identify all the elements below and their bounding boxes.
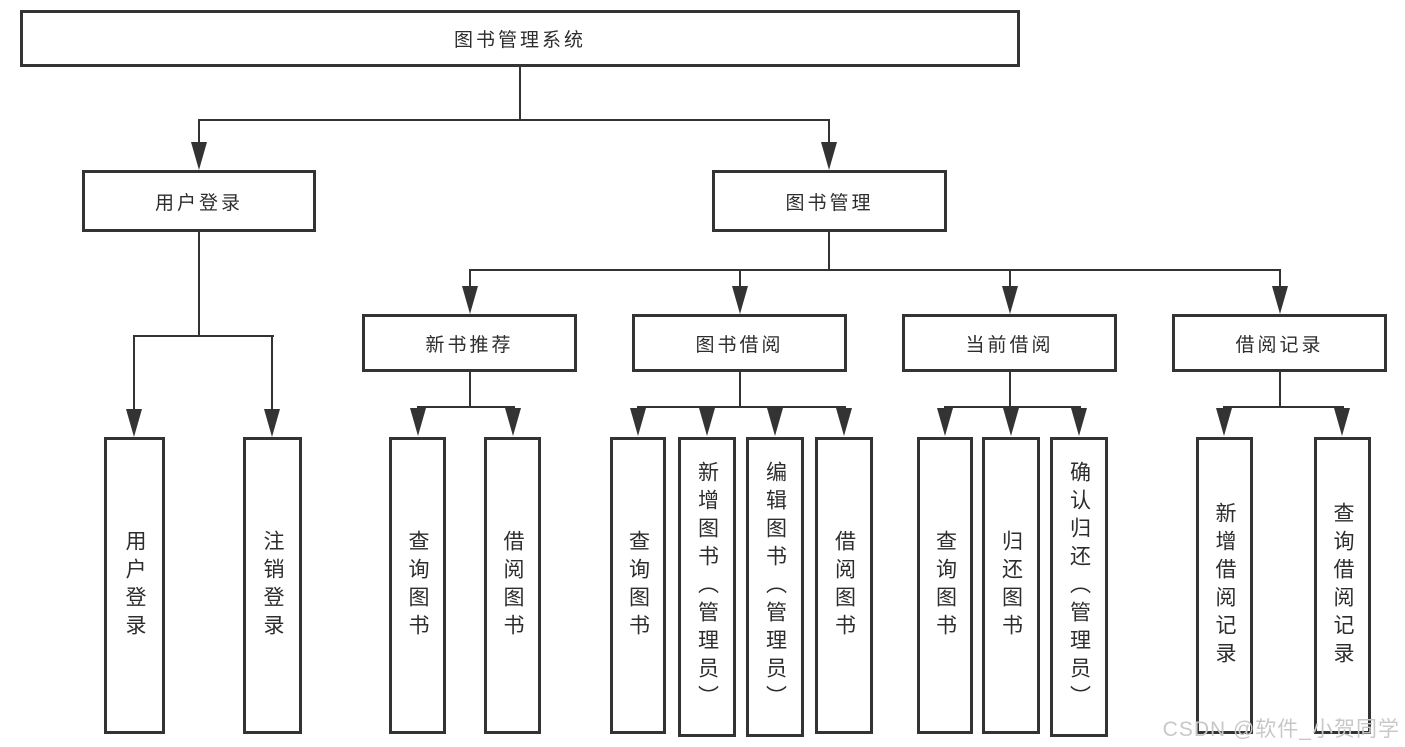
node-borrow-records: 借阅记录	[1172, 314, 1387, 372]
node-book-borrow-label: 图书借阅	[695, 334, 784, 356]
connector-line	[417, 406, 515, 408]
node-new-book-recommend-label: 新书推荐	[425, 334, 514, 356]
connector-line	[469, 372, 471, 408]
arrow-down-icon	[836, 408, 852, 436]
connector-line	[271, 335, 273, 413]
arrow-down-icon	[732, 286, 748, 314]
node-new-book-recommend: 新书推荐	[362, 314, 577, 372]
connector-line	[637, 406, 846, 408]
leaf-borrow-books-recommend-label: 借阅图书	[501, 529, 524, 642]
arrow-down-icon	[505, 408, 521, 436]
leaf-edit-books-admin: 编辑图书（管理员）	[746, 437, 804, 737]
connector-line	[133, 335, 274, 337]
connector-line	[1009, 372, 1011, 408]
connector-line	[469, 269, 1281, 271]
leaf-query-books-current: 查询图书	[917, 437, 973, 734]
arrow-down-icon	[1216, 408, 1232, 436]
leaf-query-books-recommend-label: 查询图书	[406, 529, 429, 642]
leaf-user-login-label: 用户登录	[123, 529, 146, 642]
connector-line	[469, 269, 471, 290]
arrow-down-icon	[767, 408, 783, 436]
node-current-borrow-label: 当前借阅	[965, 334, 1054, 356]
leaf-add-borrow-record: 新增借阅记录	[1196, 437, 1253, 734]
connector-line	[198, 119, 830, 121]
leaf-query-books-recommend: 查询图书	[389, 437, 446, 734]
leaf-confirm-return-admin-label: 确认归还（管理员）	[1067, 461, 1091, 713]
node-user-login: 用户登录	[82, 170, 316, 232]
arrow-down-icon	[462, 286, 478, 314]
leaf-borrow-books: 借阅图书	[815, 437, 873, 734]
leaf-add-borrow-record-label: 新增借阅记录	[1213, 501, 1236, 670]
node-root-label: 图书管理系统	[453, 30, 586, 51]
arrow-down-icon	[821, 142, 837, 170]
leaf-query-books-current-label: 查询图书	[933, 529, 957, 642]
leaf-logout-label: 注销登录	[261, 529, 284, 642]
connector-line	[198, 119, 200, 146]
node-borrow-records-label: 借阅记录	[1235, 334, 1324, 356]
connector-line	[944, 406, 1081, 408]
connector-line	[1009, 269, 1011, 290]
connector-line	[828, 232, 830, 271]
connector-line	[828, 119, 830, 146]
arrow-down-icon	[937, 408, 953, 436]
leaf-return-books: 归还图书	[982, 437, 1040, 734]
leaf-query-books-borrow: 查询图书	[610, 437, 666, 734]
node-user-login-label: 用户登录	[154, 192, 243, 214]
connector-line	[739, 372, 741, 408]
node-book-management-label: 图书管理	[785, 192, 874, 214]
leaf-edit-books-admin-label: 编辑图书（管理员）	[763, 461, 787, 713]
leaf-borrow-books-recommend: 借阅图书	[484, 437, 541, 734]
connector-line	[133, 335, 135, 413]
leaf-query-borrow-record-label: 查询借阅记录	[1331, 501, 1354, 670]
connector-line	[739, 269, 741, 290]
connector-line	[198, 232, 200, 337]
leaf-query-books-borrow-label: 查询图书	[626, 529, 650, 642]
connector-line	[1279, 269, 1281, 290]
leaf-query-borrow-record: 查询借阅记录	[1314, 437, 1371, 734]
leaf-add-books-admin: 新增图书（管理员）	[678, 437, 736, 737]
node-book-management: 图书管理	[712, 170, 947, 232]
arrow-down-icon	[630, 408, 646, 436]
arrow-down-icon	[410, 408, 426, 436]
arrow-down-icon	[126, 409, 142, 437]
arrow-down-icon	[1071, 408, 1087, 436]
arrow-down-icon	[1272, 286, 1288, 314]
arrow-down-icon	[1334, 408, 1350, 436]
leaf-confirm-return-admin: 确认归还（管理员）	[1050, 437, 1108, 737]
connector-line	[1223, 406, 1344, 408]
connector-line	[519, 67, 521, 121]
arrow-down-icon	[699, 408, 715, 436]
arrow-down-icon	[191, 142, 207, 170]
arrow-down-icon	[264, 409, 280, 437]
leaf-add-books-admin-label: 新增图书（管理员）	[695, 461, 719, 713]
leaf-return-books-label: 归还图书	[999, 529, 1023, 642]
node-current-borrow: 当前借阅	[902, 314, 1117, 372]
arrow-down-icon	[1002, 286, 1018, 314]
node-book-borrow: 图书借阅	[632, 314, 847, 372]
leaf-user-login: 用户登录	[104, 437, 165, 734]
arrow-down-icon	[1003, 408, 1019, 436]
connector-line	[1279, 372, 1281, 408]
node-root: 图书管理系统	[20, 10, 1020, 67]
leaf-borrow-books-label: 借阅图书	[832, 529, 856, 642]
leaf-logout: 注销登录	[243, 437, 302, 734]
csdn-watermark: CSDN @软件_小贺同学	[1162, 718, 1400, 741]
